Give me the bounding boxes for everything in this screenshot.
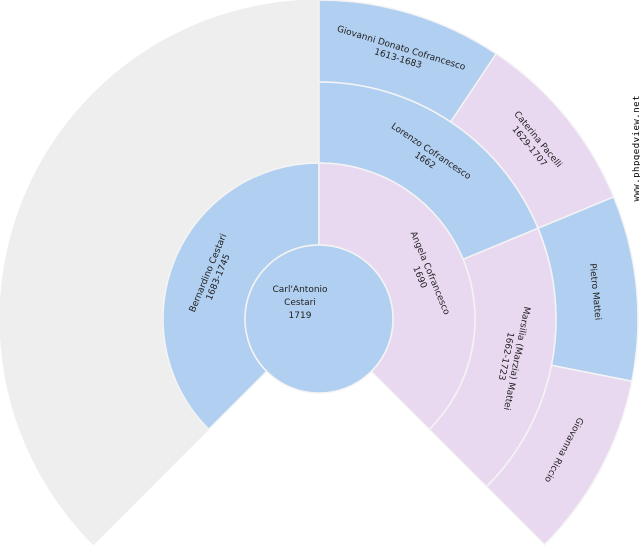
person-segment[interactable]: Giovanni Donato Cofrancesco1613-1683 xyxy=(318,0,498,123)
root-circle xyxy=(244,244,394,394)
root-line: Carl'Antonio xyxy=(272,285,328,295)
person-segment[interactable]: Giovanna Riccio xyxy=(485,364,633,546)
root-line: Cestari xyxy=(284,298,316,308)
person-segment[interactable]: Angela Cofrancesco1690 xyxy=(318,162,476,431)
watermark: www.phpgedview.net xyxy=(632,95,640,202)
root-line: 1719 xyxy=(289,311,312,321)
person-segment[interactable]: Marsilia (Marzia) Mattei1662-1723 xyxy=(428,227,557,488)
person-segment[interactable]: Bernardino Cestari1683-1745 xyxy=(162,162,320,431)
